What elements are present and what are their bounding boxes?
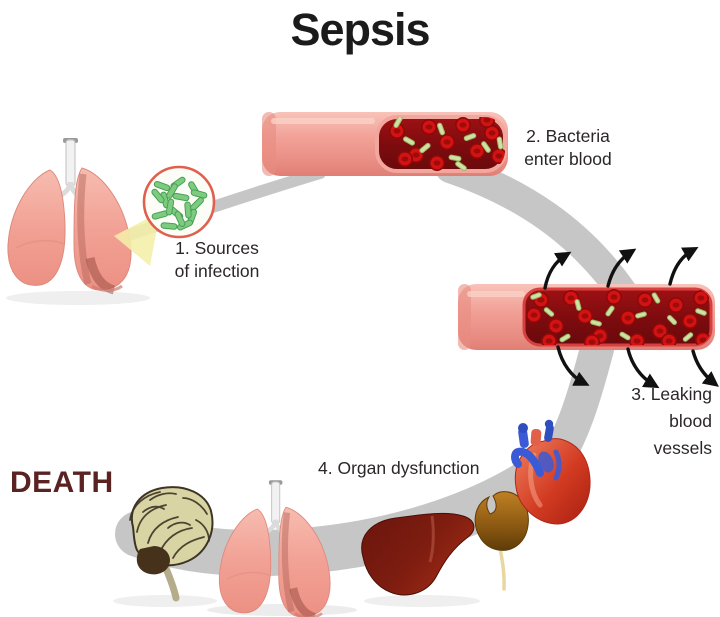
liver-icon (361, 512, 475, 596)
step2-line2: enter blood (524, 149, 612, 170)
leak-arrows (543, 247, 719, 389)
step2-line1: 2. Bacteria (526, 126, 610, 146)
death-label: DEATH (10, 466, 114, 499)
step1-line2: of infection (174, 261, 260, 282)
lungs-infected-icon (8, 138, 131, 291)
brain-icon (129, 486, 214, 602)
step1-line1: 1. Sources (175, 238, 259, 258)
step2-label: 2. Bacteria enter blood (497, 125, 639, 171)
page-title: Sepsis (290, 4, 430, 55)
step3-line2: blood (669, 411, 712, 432)
step4-line1: 4. Organ dysfunction (318, 458, 480, 478)
leaking-blood-vessel-icon (458, 247, 719, 389)
step3-label: 3. Leaking blood vessels (582, 381, 712, 462)
kidney-icon (474, 491, 529, 591)
heart-icon (511, 419, 591, 525)
step3-line3: vessels (653, 438, 712, 459)
blood-vessel-bacteria-icon (262, 112, 508, 176)
step3-line1: 3. Leaking (631, 384, 712, 404)
step1-label: 1. Sources of infection (142, 237, 292, 283)
step4-label: 4. Organ dysfunction (318, 457, 538, 480)
magnifier-beam (114, 212, 160, 266)
bacteria-magnifier-icon (142, 165, 216, 239)
